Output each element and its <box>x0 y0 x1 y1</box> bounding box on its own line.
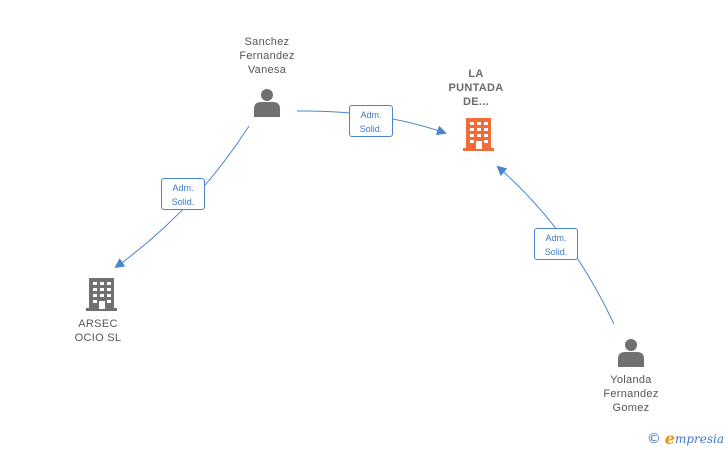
person-icon[interactable] <box>618 339 644 367</box>
node-label-la-puntada[interactable]: LA PUNTADA DE... <box>448 68 504 108</box>
edge-label-line1: Adm. <box>360 110 382 120</box>
edge-label-role[interactable]: Adm. Solid. <box>534 228 578 260</box>
node-label-arsec-ocio-sl[interactable]: ARSEC OCIO SL <box>74 318 122 344</box>
empresia-logo: © e mpresia <box>647 429 724 448</box>
edge-label-line2: Solid. <box>171 197 195 207</box>
edge-label-role[interactable]: Adm. Solid. <box>349 105 393 137</box>
edge-label-line1: Adm. <box>172 183 194 193</box>
node-label-yolanda-fernandez-gomez[interactable]: Yolanda Fernandez Gomez <box>603 374 659 414</box>
edge-label-line1: Adm. <box>545 233 567 243</box>
person-icon[interactable] <box>254 89 280 117</box>
edge-label-line2: Solid. <box>544 247 568 257</box>
building-icon[interactable] <box>463 118 494 151</box>
node-label-sanchez-fernandez-vanesa[interactable]: Sanchez Fernandez Vanesa <box>239 36 295 76</box>
copyright-icon: © <box>646 430 661 447</box>
building-icon[interactable] <box>86 278 117 311</box>
edge-label-line2: Solid. <box>359 124 383 134</box>
edge-label-role[interactable]: Adm. Solid. <box>161 178 205 210</box>
logo-text: mpresia <box>674 431 724 446</box>
logo-initial: e <box>664 429 675 448</box>
